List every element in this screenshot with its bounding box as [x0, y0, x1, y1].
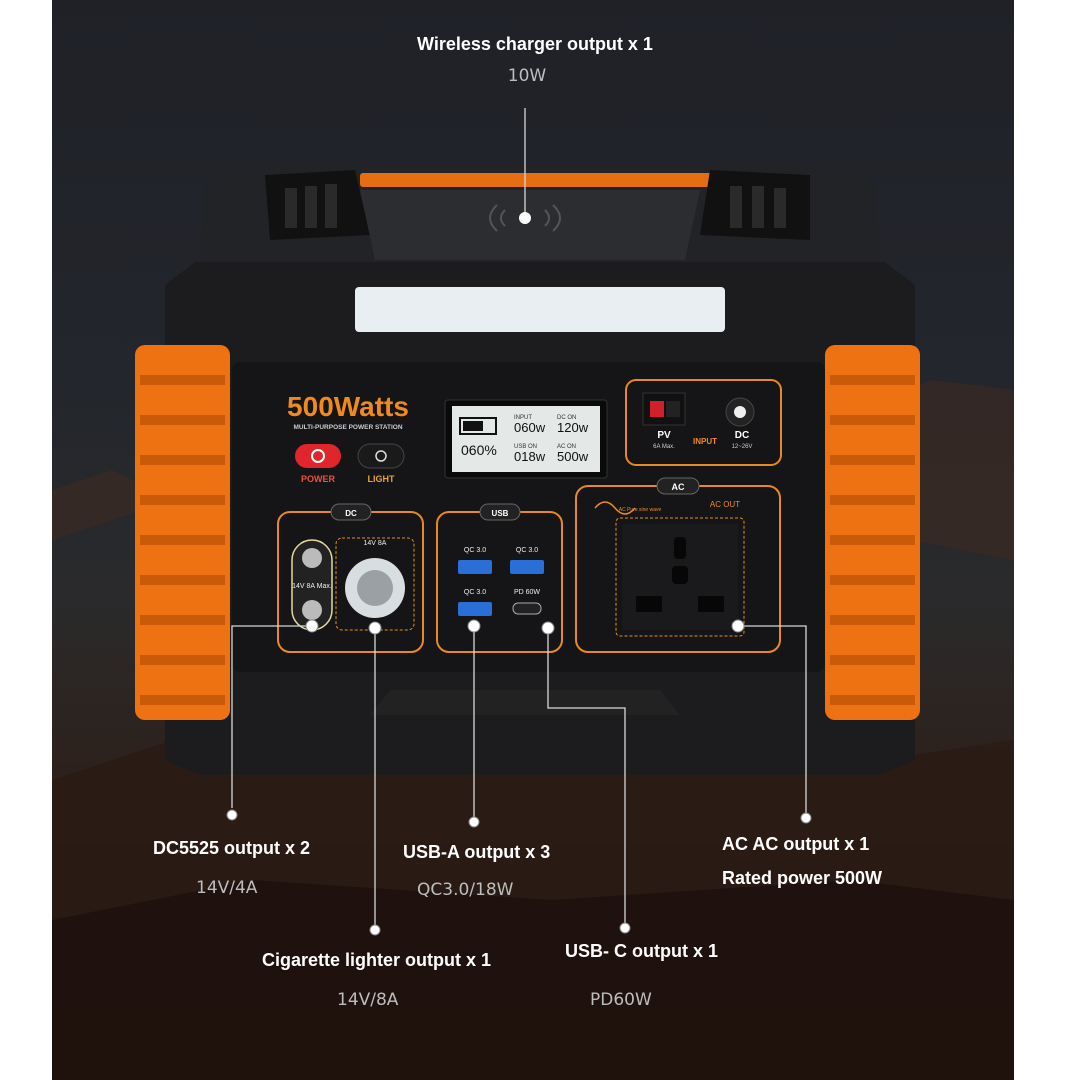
- usb-a-port-3[interactable]: [458, 602, 492, 616]
- lcd-dc-on-value: 120w: [557, 420, 589, 435]
- dc-section-tag: [330, 503, 372, 521]
- dc-input-port-center: [734, 406, 746, 418]
- light-label: LIGHT: [368, 474, 395, 484]
- brand-subtitle: MULTI-PURPOSE POWER STATION: [293, 424, 402, 431]
- lcd-input-value: 060w: [514, 420, 546, 435]
- cigarette-callout-spec: 14V/8A: [337, 990, 399, 1010]
- usb-c-callout-spec: PD60W: [590, 990, 652, 1010]
- usb-c-callout-title: USB- C output x 1: [565, 941, 718, 961]
- pv-label: PV: [657, 430, 671, 441]
- ac-callout-spec: Rated power 500W: [722, 868, 883, 888]
- ac-wave-label: AC Pure sine wave: [619, 507, 662, 513]
- usb-a-callout-spec: QC3.0/18W: [417, 880, 514, 900]
- light-icon: [375, 450, 387, 462]
- dc5525-callout-title: DC5525 output x 2: [153, 838, 311, 858]
- qc-label-1: QC 3.0: [464, 547, 486, 554]
- usb-a-port-1[interactable]: [458, 560, 492, 574]
- usb-a-port-2[interactable]: [510, 560, 544, 574]
- wireless-callout-title: Wireless charger output x 1: [417, 34, 653, 54]
- sine-wave-icon: [594, 501, 636, 515]
- dc-in-label: DC: [735, 430, 749, 441]
- usb-section-label: USB: [492, 509, 509, 518]
- left-handle-grille: [265, 170, 370, 240]
- dc-port-spec: 14V 8A Max.: [292, 583, 332, 590]
- lcd-usb-on-value: 018w: [514, 449, 546, 464]
- ac-section-tag: [656, 477, 700, 495]
- callout-dots: [226, 619, 812, 936]
- ac-socket-hole-left: [636, 596, 662, 612]
- cig-port-spec: 14V 8A: [364, 540, 387, 547]
- input-label: INPUT: [693, 437, 717, 446]
- lcd-dc-on-label: DC ON: [557, 415, 576, 421]
- lcd-ac-on-label: AC ON: [557, 444, 576, 450]
- battery-fill: [463, 421, 483, 431]
- ac-socket-box: [615, 517, 745, 637]
- wireless-charging-pad: [360, 190, 700, 260]
- lcd-ac-on-value: 500w: [557, 449, 589, 464]
- input-section: [625, 379, 782, 466]
- dc5525-port-1[interactable]: [302, 548, 322, 568]
- ac-out-label: AC OUT: [710, 500, 740, 509]
- cigarette-lighter-port-inner: [357, 570, 393, 606]
- usb-c-port[interactable]: [512, 602, 542, 615]
- dc5525-callout-spec: 14V/4A: [196, 878, 258, 898]
- cigarette-callout-title: Cigarette lighter output x 1: [262, 950, 492, 970]
- right-side-grip: [825, 345, 920, 720]
- power-button[interactable]: [295, 444, 341, 468]
- right-handle-grille: [700, 170, 810, 240]
- left-side-grip: [135, 345, 230, 720]
- pd-label: PD 60W: [514, 589, 540, 596]
- led-light-bar: [355, 287, 725, 332]
- usb-section-tag: [479, 503, 521, 521]
- lcd-battery-percent: 060%: [461, 442, 497, 458]
- wireless-callout-dot: [519, 212, 531, 224]
- lcd-input-label: INPUT: [514, 415, 532, 421]
- brand-title: 500Watts: [287, 391, 409, 422]
- battery-icon: [459, 417, 497, 435]
- power-label: POWER: [301, 474, 336, 484]
- ac-socket-hole-right: [698, 596, 724, 612]
- qc-label-3: QC 3.0: [464, 589, 486, 596]
- lcd-usb-on-label: USB ON: [514, 444, 537, 450]
- power-icon: [311, 449, 325, 463]
- pv-port-red: [650, 401, 664, 417]
- qc-label-2: QC 3.0: [516, 547, 538, 554]
- ac-socket-hole-top: [674, 537, 686, 559]
- usb-a-callout-title: USB-A output x 3: [403, 842, 551, 862]
- callout-leader-lines: [231, 108, 807, 928]
- ac-socket-hole-middle: [672, 566, 688, 584]
- wireless-callout-spec: 10W: [507, 66, 547, 86]
- pv-spec: 6A Max.: [653, 444, 675, 450]
- ac-callout-title: AC AC output x 1: [722, 834, 870, 854]
- front-ledge: [370, 690, 680, 715]
- dc-section-label: DC: [345, 509, 357, 518]
- handle-orange-strip: [360, 173, 720, 187]
- dc5525-port-2[interactable]: [302, 600, 322, 620]
- pv-port-black: [666, 401, 680, 417]
- ac-section-label: AC: [672, 482, 685, 492]
- dc-in-spec: 12~26V: [732, 444, 753, 450]
- light-button[interactable]: [357, 443, 405, 469]
- wireless-charging-icon: [489, 204, 561, 232]
